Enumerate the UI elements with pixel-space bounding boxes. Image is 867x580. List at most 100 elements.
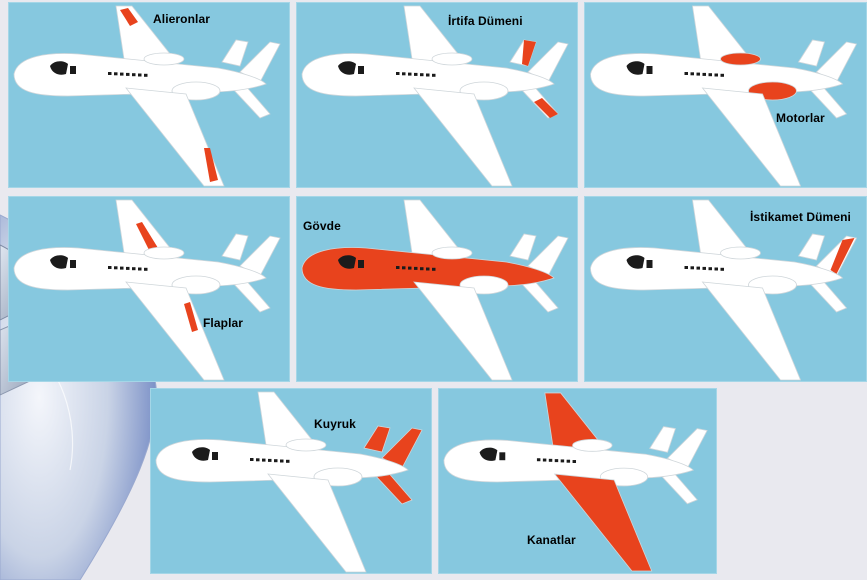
lower-wing [555,474,652,571]
airplane-illustration [8,196,290,382]
panel-flaps: Flaplar [8,196,290,382]
upper-stabilizer [222,234,248,260]
cabin-window [721,74,725,77]
cabin-window [262,459,266,462]
cabin-window [432,268,436,271]
lower-wing [703,282,801,380]
lower-wing [703,88,801,186]
cabin-window [402,266,406,269]
door [358,260,364,268]
upper-elevator [522,40,536,66]
cabin-window [396,72,400,75]
cabin-window [420,73,424,76]
panel-tail: Kuyruk [150,388,432,574]
cabin-window [426,74,430,77]
upper-engine [144,53,184,65]
cabin-window [108,266,112,269]
cabin-window [114,266,118,269]
upper-engine [286,439,326,451]
cabin-window [573,460,576,463]
airplane-illustration [296,2,578,188]
cabin-window [274,459,278,462]
cabin-window [132,73,136,76]
upper-stabilizer [799,234,825,260]
cabin-window [709,267,713,270]
airplane-illustration [150,388,432,574]
airplane-illustration [584,2,867,188]
panel-label: Kuyruk [314,417,356,431]
upper-engine [432,247,472,259]
cabin-window [549,459,552,462]
upper-stabilizer [799,40,825,66]
lower-wing [268,474,366,572]
lower-wing [126,282,224,380]
cabin-window [138,74,142,77]
lower-wing [414,282,512,380]
cabin-window [685,72,689,75]
cabin-window [697,73,701,76]
cabin-window [721,268,725,271]
cabin-window [432,74,436,77]
panel-engines: Motorlar [584,2,867,188]
cabin-window [250,458,254,461]
panel-fuselage: Gövde [296,196,578,382]
cabin-window [132,267,136,270]
cabin-window [120,73,124,76]
cabin-window [402,72,406,75]
panel-rudder: İstikamet Dümeni [584,196,867,382]
cabin-window [114,72,118,75]
cabin-window [685,266,689,269]
panel-elevator: İrtifa Dümeni [296,2,578,188]
panel-label: Alieronlar [153,12,210,26]
door [647,66,653,74]
upper-engine [432,53,472,65]
cabin-window [543,459,546,462]
cabin-window [420,267,424,270]
door [647,260,653,268]
cabin-window [396,266,400,269]
upper-engine [721,53,761,65]
cabin-window [126,73,130,76]
cabin-window [414,267,418,270]
upper-stabilizer [222,40,248,66]
cabin-window [280,460,284,463]
lower-wing [414,88,512,186]
cabin-window [144,268,148,271]
cabin-window [555,459,558,462]
door [358,66,364,74]
upper-stabilizer [510,234,536,260]
panel-label: İrtifa Dümeni [448,14,523,28]
door [70,66,76,74]
panel-label: Gövde [303,219,341,233]
panel-label: İstikamet Dümeni [750,210,851,224]
cabin-window [268,459,272,462]
cabin-window [715,74,719,77]
cabin-window [414,73,418,76]
upper-stabilizer [650,427,676,453]
panel-wings: Kanatlar [438,388,717,574]
cabin-window [408,267,412,270]
cabin-window [120,267,124,270]
cabin-window [537,458,540,461]
cabin-window [703,267,707,270]
cabin-window [703,73,707,76]
cabin-window [126,267,130,270]
panel-label: Kanatlar [527,533,576,547]
cabin-window [138,268,142,271]
cabin-window [426,268,430,271]
door [499,452,505,460]
cabin-window [408,73,412,76]
airplane-illustration [438,388,717,574]
door [70,260,76,268]
cabin-window [561,459,564,462]
cabin-window [697,267,701,270]
cabin-window [715,268,719,271]
upper-engine [721,247,761,259]
door [212,452,218,460]
cabin-window [691,266,695,269]
cabin-window [256,458,260,461]
cabin-window [567,460,570,463]
panel-label: Flaplar [203,316,243,330]
cabin-window [286,460,290,463]
upper-engine [144,247,184,259]
